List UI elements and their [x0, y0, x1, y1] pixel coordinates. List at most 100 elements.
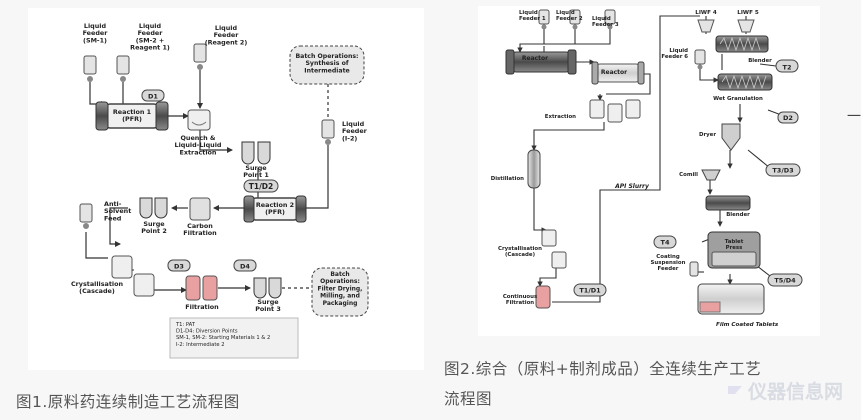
reactor2-label: Reactor [601, 69, 627, 76]
legend-box [169, 317, 299, 359]
feeder-sm2 [116, 55, 130, 82]
t2-label: T2 [783, 64, 792, 72]
cryst-label: Crystallisation(Cascade) [71, 280, 124, 295]
crystallisation-vessels [541, 229, 567, 269]
batch-operations-top-box [289, 45, 365, 85]
wet_gran-label: Wet Granulation [713, 96, 763, 102]
figure-1-caption: 图1.原料药连续制造工艺流程图 [16, 393, 240, 411]
blender1-label: Blender [748, 58, 772, 64]
dryer [721, 123, 741, 151]
api_slurry-label: API Slurry [614, 183, 650, 190]
d1-label: D1 [148, 93, 158, 101]
d2-label: D2 [783, 114, 793, 122]
blender-1 [715, 35, 769, 53]
side-mark: 一 [847, 109, 861, 125]
liwf-5 [737, 19, 755, 33]
comill [701, 169, 721, 181]
comill-label: Comill [679, 172, 698, 178]
surge-point-1 [241, 141, 271, 165]
tag-t5d4 [767, 273, 803, 287]
t3d3-label: T3/D3 [772, 167, 793, 175]
distillation-column [527, 149, 541, 189]
watermark-text: 仪器信息网 [747, 380, 843, 403]
t5d4-label: T5/D4 [774, 277, 796, 285]
t4-label: T4 [661, 239, 670, 247]
film-label: Film Coated Tablets [716, 322, 779, 328]
figure-2-caption-line-2: 流程图 [444, 390, 493, 408]
feeder-2 [569, 9, 581, 30]
filtration-unit [185, 275, 218, 301]
reactor1-label: Reactor [522, 55, 548, 62]
tablet-press [707, 231, 761, 269]
tag-d2 [777, 111, 799, 124]
liwf4-label: LIWF 4 [695, 10, 717, 16]
feeder-reagent2 [193, 43, 207, 70]
feeder-anti-solvent [79, 203, 93, 229]
tag-t1d2 [243, 179, 279, 193]
coater-drum [697, 283, 765, 315]
reaction-2-pfr [243, 195, 307, 223]
blender2-label: Blender [726, 212, 750, 218]
batch-operations-bottom-box [311, 267, 369, 317]
tag-t1d1 [573, 283, 607, 297]
quench-vessel [187, 109, 211, 131]
extraction-label: Extraction [545, 114, 576, 120]
distillation-label: Distillation [491, 176, 524, 182]
continuous-filtration [535, 285, 551, 309]
tag-t2 [775, 59, 799, 73]
feeder-coating [689, 261, 699, 277]
crystallisation-label: Crystallisation(Cascade) [498, 246, 542, 258]
surge-point-2 [139, 197, 168, 219]
figure-2-flow-lines [517, 15, 785, 303]
feeder-3 [604, 9, 616, 30]
surge-point-3 [253, 277, 282, 299]
wet-granulation [717, 73, 773, 91]
tag-d3 [167, 259, 191, 272]
watermark: 仪器信息网 [728, 380, 843, 403]
d4-label: D4 [240, 263, 250, 271]
dryer-label: Dryer [699, 132, 716, 138]
filtration-label: Filtration [185, 303, 219, 311]
t1d1-label: T1/D1 [579, 287, 601, 295]
t1d2-label: T1/D2 [249, 182, 274, 191]
figure-2-caption-line-1: 图2.综合（原料+制剂成品）全连续生产工艺 [444, 360, 762, 378]
tag-t3d3 [765, 163, 801, 177]
blender-2 [705, 195, 751, 211]
liwf-4 [697, 19, 715, 33]
liwf5-label: LIWF 5 [737, 10, 759, 16]
reaction2-label: Reaction 2(PFR) [256, 201, 294, 216]
crystallisation-cascade [111, 255, 155, 297]
d3-label: D3 [174, 263, 184, 271]
tag-t4 [653, 235, 677, 249]
tag-d4 [233, 259, 257, 272]
extraction-unit [589, 99, 641, 123]
feeder-1 [538, 9, 550, 30]
carbon-filtration-unit [189, 197, 211, 221]
feeder-sm1 [83, 55, 97, 82]
tag-d1 [141, 89, 165, 102]
reaction-1-pfr [95, 101, 169, 131]
